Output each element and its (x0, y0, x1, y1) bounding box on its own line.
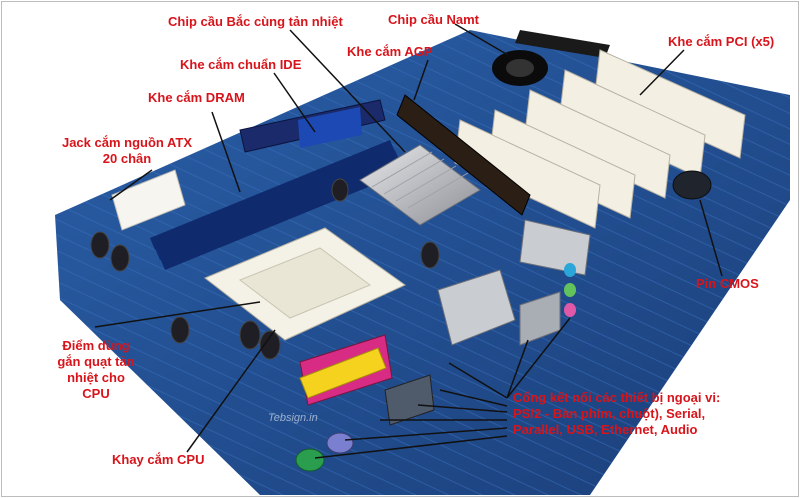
label-atx-power: Jack cắm nguồn ATX 20 chân (52, 135, 202, 167)
label-northbridge: Chip cầu Bắc cùng tản nhiệt (168, 14, 343, 29)
label-io-ports: Cổng kết nối các thiết bị ngoại vi: PS/2… (513, 390, 720, 438)
label-cpu-fan-line2: gắn quạt tản (57, 354, 135, 369)
label-io-ports-line2: PS/2 - Bàn phím, chuột), Serial, (513, 406, 706, 421)
bios-label-sticker (299, 347, 387, 399)
southbridge-chip (492, 50, 548, 86)
atx-power-connector (111, 169, 186, 231)
label-cpu-fan-line3: nhiệt cho (67, 370, 125, 385)
label-pci-slot: Khe cắm PCI (x5) (668, 34, 775, 49)
northbridge-heatsink (359, 144, 481, 226)
floppy-connector (515, 30, 610, 58)
label-cpu-fan-line4: CPU (82, 386, 110, 401)
label-atx-power-line1: Jack cắm nguồn ATX (61, 135, 193, 150)
label-cpu-fan-mount: Điểm dùng gắn quạt tản nhiệt cho CPU (48, 338, 144, 402)
cpu-socket (204, 227, 406, 341)
capacitors (90, 178, 440, 360)
watermark: Tebsign.in (268, 412, 318, 424)
label-io-ports-line1: Cổng kết nối các thiết bị ngoại vi: (513, 390, 721, 405)
ide-connectors (239, 99, 386, 153)
cmos-battery (672, 170, 712, 200)
pointer-lines (94, 23, 723, 459)
label-southbridge: Chip cầu Namt (388, 12, 480, 27)
label-dram-slot: Khe cắm DRAM (148, 90, 245, 105)
label-cpu-socket: Khay cắm CPU (112, 452, 205, 467)
label-agp-slot: Khe cắm AGP (347, 44, 433, 59)
agp-slot (396, 94, 531, 216)
label-cpu-fan-line1: Điểm dùng (62, 338, 130, 353)
label-io-ports-line3: Parallel, USB, Ethernet, Audio (513, 422, 698, 437)
label-cmos-battery: Pin CMOS (696, 276, 759, 291)
label-atx-power-line2: 20 chân (102, 151, 152, 166)
label-ide-slot: Khe cắm chuẩn IDE (180, 57, 302, 72)
